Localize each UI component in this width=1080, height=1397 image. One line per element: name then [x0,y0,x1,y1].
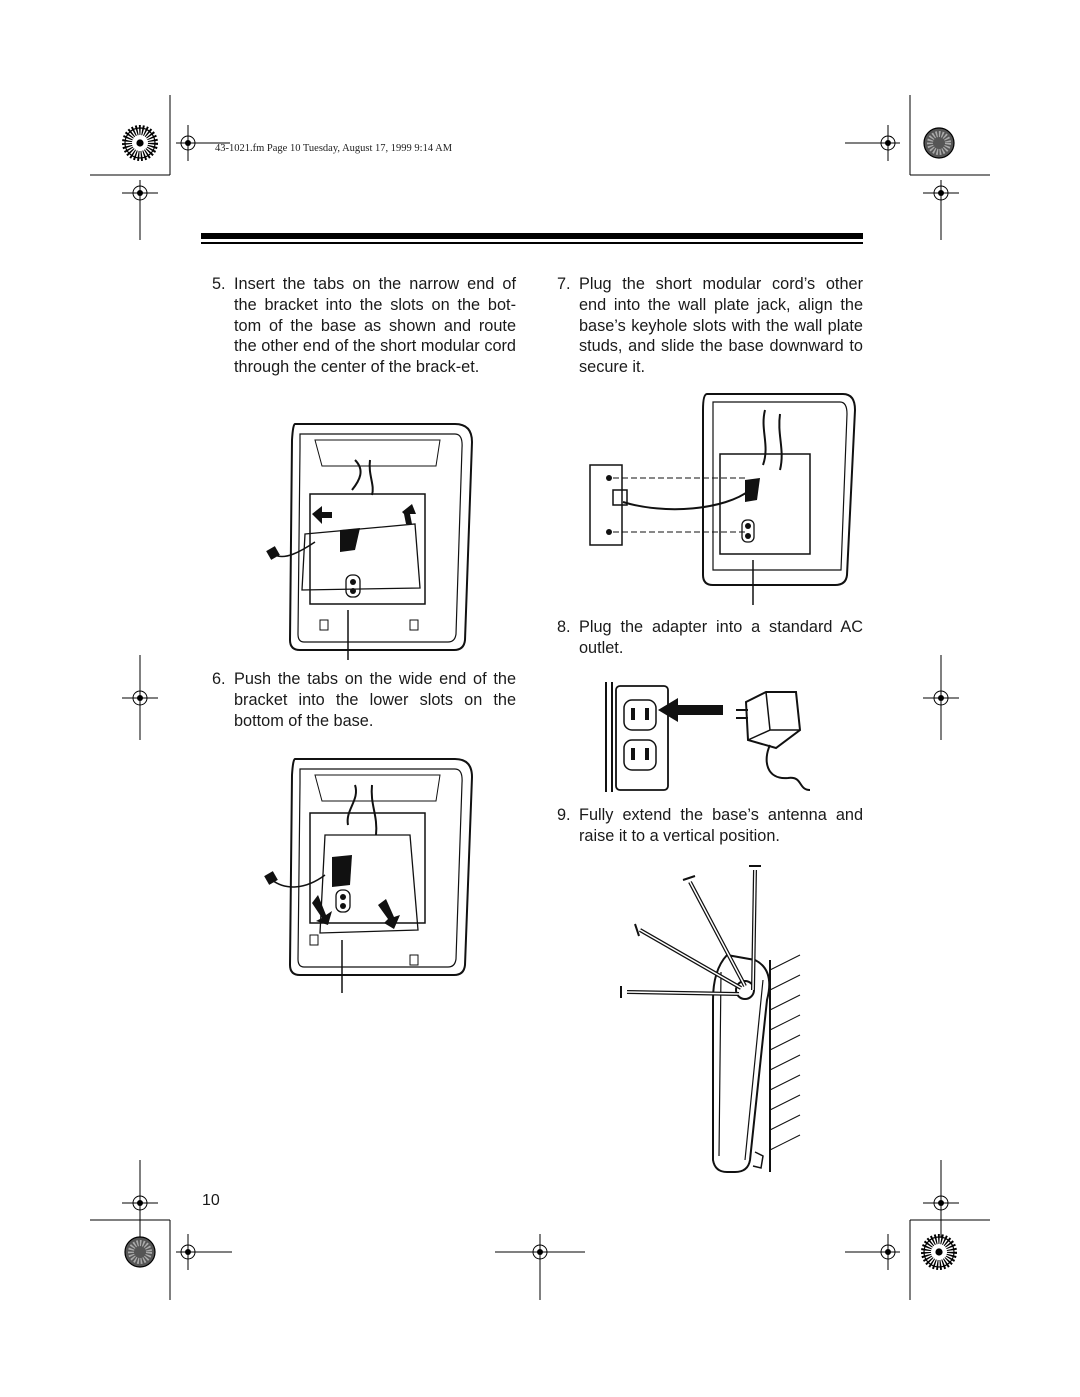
step-number: 8. [557,618,571,636]
step-7: 7. Plug the short modular cord’s other e… [557,274,863,378]
wall-plate-figure [589,393,857,605]
step-8: 8. Plug the adapter into a standard AC o… [557,617,863,659]
step-number: 9. [557,806,571,824]
step-number: 6. [212,670,226,688]
step-text: Plug the short modular cord’s other end … [579,275,863,377]
step-number: 5. [212,275,226,293]
step-6: 6. Push the tabs on the wide end of the … [212,669,516,731]
header-rule [201,233,863,239]
step-text: Plug the adapter into a standard AC outl… [579,618,863,657]
step-text: Push the tabs on the wide end of the bra… [234,670,516,730]
step-text: Fully extend the base’s antenna and rais… [579,806,863,845]
step-9: 9. Fully extend the base’s antenna and r… [557,805,863,847]
step-number: 7. [557,275,571,293]
ac-outlet-adapter-figure [605,682,811,792]
page-number: 10 [202,1192,220,1209]
step-5: 5. Insert the tabs on the narrow end of … [212,274,516,378]
header-rule-thin [201,242,863,244]
base-bracket-figure-2 [264,758,474,993]
antenna-side-figure [620,865,801,1173]
step-text: Insert the tabs on the narrow end of the… [234,275,516,377]
file-info-header: 43-1021.fm Page 10 Tuesday, August 17, 1… [215,143,453,154]
base-bracket-figure-1 [266,423,474,660]
